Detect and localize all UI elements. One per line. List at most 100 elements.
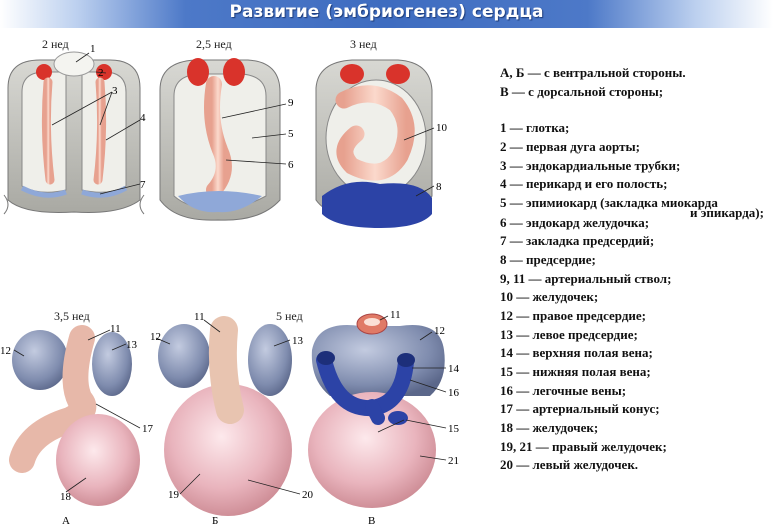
- legend-item: 16 — легочные вены;: [500, 382, 627, 398]
- view-label-v: В: [368, 515, 375, 527]
- aortic-arch-right-2: [223, 58, 245, 86]
- heart-embryogenesis-illustration: 2 нед 1 2 3 4 7 2,5 нед: [0, 37, 460, 527]
- pharynx-shape: [53, 51, 95, 77]
- label-15: 15: [448, 423, 460, 435]
- atrium-shape-3: [322, 181, 432, 228]
- legend-item: 5 — эпимиокард (закладка миокарда: [500, 195, 718, 211]
- legend-item: 7 — закладка предсердий;: [500, 233, 655, 249]
- arterial-trunk-lumen: [364, 318, 380, 326]
- label-3: 3: [112, 85, 118, 97]
- legend-item: 15 — нижняя полая вена;: [500, 364, 651, 379]
- legend-item: 9, 11 — артериальный ствол;: [500, 270, 672, 286]
- legend-item: 4 — перикард и его полость;: [500, 176, 668, 192]
- label-16: 16: [448, 387, 460, 399]
- view-label-a: А: [62, 515, 70, 527]
- stage4-leader-lines: [13, 329, 141, 493]
- aortic-arch-right: [96, 64, 112, 80]
- legend-item: 1 — глотка;: [500, 120, 570, 136]
- label-12-b: 12: [150, 331, 161, 343]
- view-label-b: Б: [212, 515, 218, 527]
- legend-item: 6 — эндокард желудочка;: [500, 214, 650, 230]
- looped-heart-tube: [335, 85, 415, 181]
- page-title: Развитие (эмбриогенез) сердца: [229, 2, 544, 22]
- label-18: 18: [60, 491, 72, 503]
- label-7: 7: [140, 179, 146, 191]
- stage2-leader-lines: [221, 103, 287, 165]
- label-5: 5: [288, 128, 294, 140]
- label-13-a: 13: [126, 339, 138, 351]
- aortic-arch-left-2: [187, 58, 209, 86]
- label-9: 9: [288, 97, 294, 109]
- label-17: 17: [142, 423, 154, 435]
- stage-3-weeks-figure: 3 нед 10 8: [315, 37, 448, 228]
- label-19: 19: [168, 489, 180, 501]
- legend-item: 14 — верхняя полая вена;: [500, 345, 653, 361]
- legend-item: 10 — желудочек;: [500, 289, 599, 305]
- stage-3-5-weeks-figure-a: 3,5 нед 11 13 12 17 18 А: [0, 309, 154, 527]
- stage-label-3-weeks: 3 нед: [350, 37, 377, 51]
- legend-item: 20 — левый желудочек.: [500, 457, 639, 473]
- aortic-arch-left-3: [340, 64, 364, 84]
- stage-label-5-weeks: 5 нед: [276, 309, 303, 323]
- atria-dorsal: [311, 325, 445, 396]
- legend-item: 2 — первая дуга аорты;: [500, 139, 640, 155]
- stage-label-3-5-weeks: 3,5 нед: [54, 309, 90, 323]
- legend-views-ventral: А, Б — с вентральной стороны.: [500, 65, 686, 80]
- label-1: 1: [90, 43, 96, 55]
- title-bar: Развитие (эмбриогенез) сердца: [0, 0, 773, 28]
- superior-vena-cava-opening: [317, 351, 335, 365]
- legend-item: 18 — желудочек;: [500, 420, 599, 436]
- inferior-vena-cava-opening: [388, 411, 408, 425]
- inferior-vena-cava: [365, 399, 385, 425]
- fused-heart-tube: [204, 76, 232, 198]
- label-21: 21: [448, 455, 459, 467]
- legend-item: 8 — предсердие;: [500, 251, 596, 267]
- aortic-arch-right-3: [386, 64, 410, 84]
- stage5-leader-lines: [155, 319, 301, 495]
- label-8: 8: [436, 181, 442, 193]
- label-20: 20: [302, 489, 314, 501]
- stage3-leader-lines: [403, 127, 435, 197]
- legend-item: 19, 21 — правый желудочек;: [500, 438, 667, 454]
- label-11-a: 11: [110, 323, 121, 335]
- endocardial-tube-left: [41, 77, 55, 185]
- label-2: 2: [98, 67, 104, 79]
- atrial-primordium-left: [20, 185, 67, 198]
- atrial-primordium-right: [81, 185, 128, 198]
- legend: А, Б — с вентральной стороны. В — с дорс…: [500, 64, 772, 475]
- label-4: 4: [140, 112, 146, 124]
- left-atrium-a: [92, 332, 132, 396]
- stage-label-2-weeks: 2 нед: [42, 37, 69, 51]
- atrial-primordium-2: [178, 191, 262, 213]
- legend-item: 17 — артериальный конус;: [500, 401, 660, 417]
- right-atrium-a: [12, 330, 68, 390]
- bulbus-tube-a: [9, 325, 97, 473]
- label-11-b: 11: [194, 311, 205, 323]
- vein-opening-right: [397, 353, 415, 367]
- stage-label-2-5-weeks: 2,5 нед: [196, 37, 232, 51]
- label-14: 14: [448, 363, 460, 375]
- stage-2-5-weeks-figure: 2,5 нед 9 5 6: [159, 37, 294, 221]
- label-6: 6: [288, 159, 294, 171]
- legend-item: 12 — правое предсердие;: [500, 307, 646, 323]
- dorsal-view-figure-v: 11 12 14 16 15 21 В: [308, 309, 460, 527]
- label-13-b: 13: [292, 335, 304, 347]
- legend-item: 13 — левое предсердие;: [500, 326, 638, 342]
- label-12-v: 12: [434, 325, 445, 337]
- left-atrium-b: [248, 324, 292, 396]
- stage1-outline-detail: [3, 194, 145, 215]
- legend-item-continuation: и эпикарда);: [690, 204, 764, 220]
- stage-5-weeks-figure-b: 5 нед 11 13 12 19 20 Б: [150, 309, 314, 527]
- stage1-leader-lines: [51, 52, 141, 195]
- stage-2-weeks-figure: 2 нед 1 2 3 4 7: [3, 37, 146, 215]
- label-12-a: 12: [0, 345, 11, 357]
- aortic-arch-left: [36, 64, 52, 80]
- endocardial-tube-right: [93, 77, 107, 185]
- legend-item: 3 — эндокардиальные трубки;: [500, 157, 681, 173]
- right-atrium-b: [158, 324, 210, 388]
- legend-views-dorsal: В — с дорсальной стороны;: [500, 83, 664, 99]
- ventricle-a: [56, 414, 140, 506]
- label-11-v: 11: [390, 309, 401, 321]
- arterial-trunk-b: [208, 316, 244, 424]
- dorsal-leader-lines: [377, 315, 447, 461]
